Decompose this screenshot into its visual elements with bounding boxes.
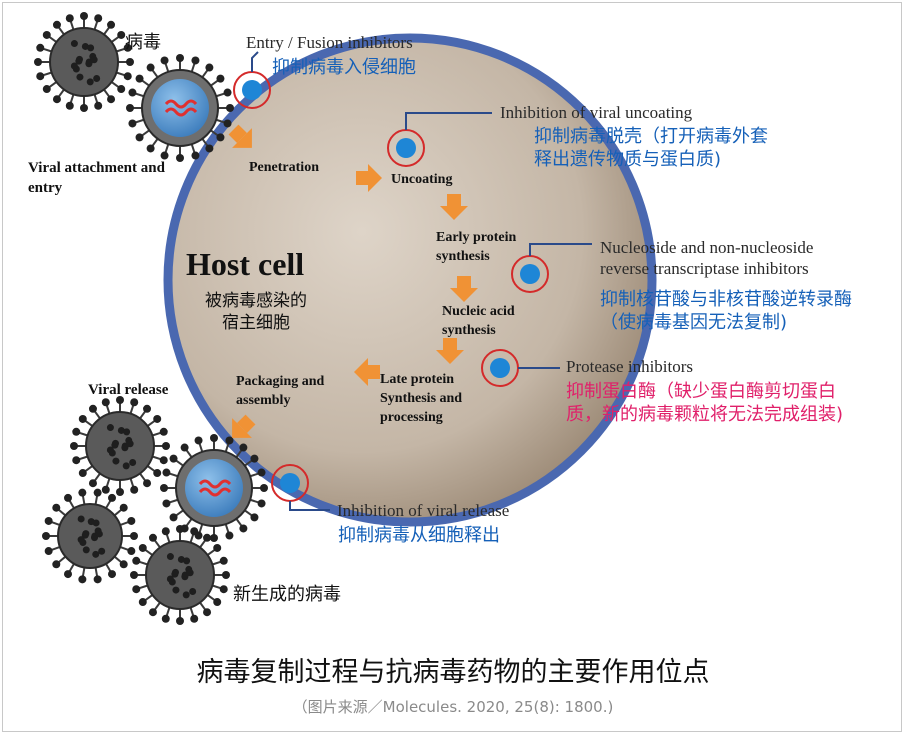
figure-title: 病毒复制过程与抗病毒药物的主要作用位点 [196,657,710,688]
host-cell [163,33,657,527]
virus-icon [70,396,170,496]
uncoating-inhibition-label: Inhibition of viral uncoating [500,103,693,122]
penetration-label: Penetration [249,160,319,175]
virus-icon [126,54,234,162]
protease-inhibitors-cn: 抑制蛋白酶（缺少蛋白酶剪切蛋白 质，新的病毒颗粒将无法完成组装) [566,381,844,425]
packaging-label: Packaging and assembly [236,374,325,408]
viral-attachment-label: Viral attachment and entry [28,160,165,196]
host-cell-cn: 被病毒感染的 宿主细胞 [205,291,307,333]
drug-target-icon-protease [481,349,560,387]
uncoating-inhibition-cn: 抑制病毒脱壳（打开病毒外套 释出遗传物质与蛋白质) [534,126,768,170]
protease-inhibitors-label: Protease inhibitors [566,357,694,376]
virus-icon [42,488,138,584]
nrti-cn: 抑制核苷酸与非核苷酸逆转录酶 （使病毒基因无法复制) [600,289,852,333]
figure-source: （图片来源／Molecules. 2020, 25(8): 1800.) [292,698,614,716]
host-cell-title: Host cell [186,246,305,282]
nucleic-acid-label: Nucleic acid synthesis [442,304,515,338]
uncoating-label: Uncoating [391,172,453,187]
drug-target-icon-release [271,464,330,511]
drug-target-icon-nrti [511,243,592,293]
virus-icon [34,12,134,112]
entry-inhibitors-cn: 抑制病毒入侵细胞 [272,57,416,78]
early-protein-label: Early protein synthesis [436,230,517,264]
release-inhibition-cn: 抑制病毒从细胞释出 [338,525,500,546]
nrti-label: Nucleoside and non-nucleoside reverse tr… [600,238,814,278]
new-virus-label: 新生成的病毒 [233,584,341,605]
viral-release-label: Viral release [88,382,169,398]
drug-target-icon-uncoating [387,112,492,167]
drug-target-icon-entry [233,51,271,109]
late-protein-label: Late protein Synthesis and processing [380,372,463,425]
virus-icon [130,525,230,625]
release-inhibition-label: Inhibition of viral release [337,501,510,520]
virus-label: 病毒 [125,32,161,53]
entry-inhibitors-label: Entry / Fusion inhibitors [246,33,413,52]
